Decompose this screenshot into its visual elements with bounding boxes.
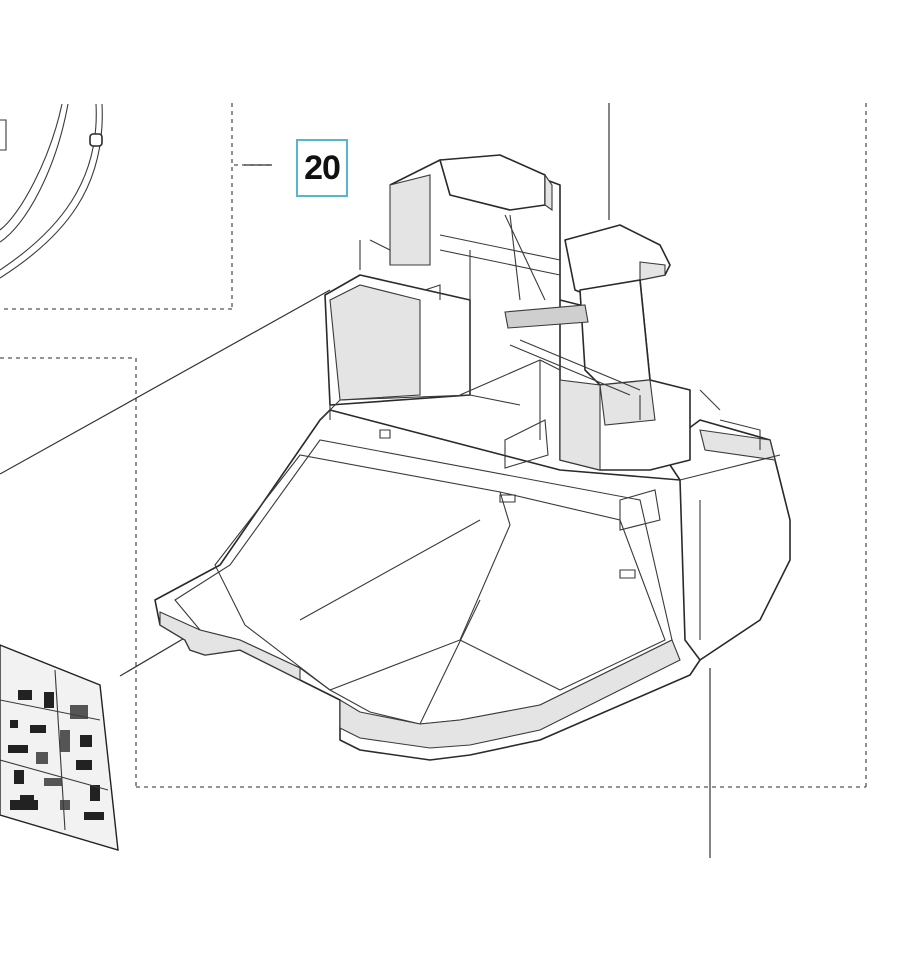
cable-wire-4 (0, 103, 103, 279)
pcb-chip (18, 690, 32, 700)
base-front-edge (339, 639, 681, 749)
part-number-callout: 20 (296, 139, 348, 197)
circuit-board (0, 644, 119, 851)
cable-connector (89, 133, 103, 147)
contact-pins (504, 304, 589, 329)
part-number-label: 20 (304, 148, 341, 187)
base-assembly-frame (0, 103, 867, 788)
leader-left-upper (0, 289, 331, 475)
cable-detail-box (0, 103, 233, 310)
side-wall-right (659, 419, 791, 661)
cable-wire-1 (0, 103, 63, 231)
cable-wire-2 (0, 103, 69, 243)
charging-station-base (154, 154, 791, 761)
tower-left-face (389, 174, 431, 266)
cable-wire-3 (0, 103, 97, 271)
base-recess (214, 454, 511, 691)
